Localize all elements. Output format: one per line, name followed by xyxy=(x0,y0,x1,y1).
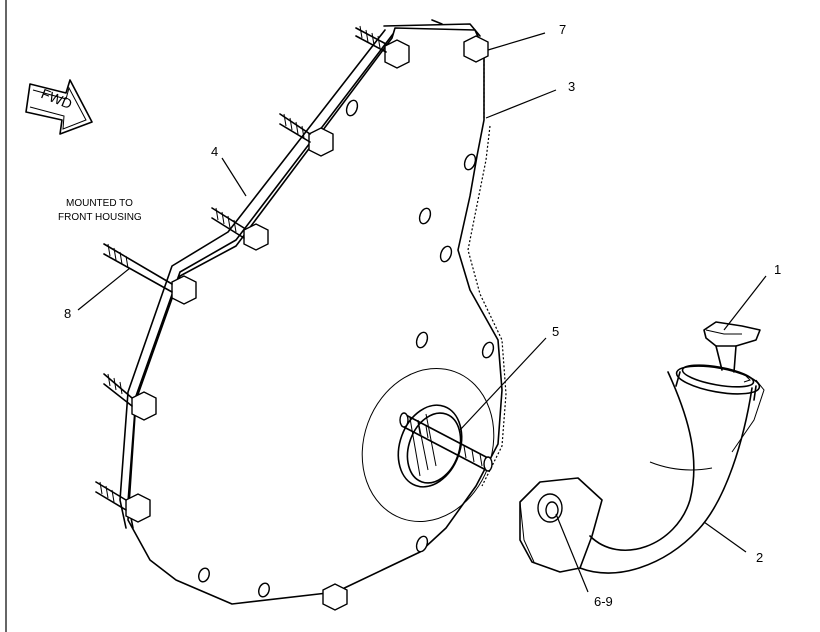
callout-3: 3 xyxy=(568,79,575,94)
callout-1: 1 xyxy=(774,262,781,277)
callout-4: 4 xyxy=(211,144,218,159)
cover-bolts xyxy=(125,35,489,611)
leader-5 xyxy=(459,337,547,431)
filler-cap xyxy=(675,321,765,453)
leader-4 xyxy=(221,157,247,197)
callout-5: 5 xyxy=(552,324,559,339)
note-line-1: MOUNTED TO xyxy=(66,198,133,209)
callout-8: 8 xyxy=(64,306,71,321)
leader-1 xyxy=(723,275,767,331)
front-cover-edge xyxy=(467,56,507,487)
seal-opening xyxy=(361,368,495,522)
note-line-2: FRONT HOUSING xyxy=(58,212,142,223)
leader-3 xyxy=(485,89,557,119)
cover-holes xyxy=(198,99,495,598)
gasket-outline xyxy=(119,29,386,529)
bolt-shanks xyxy=(95,19,443,511)
elbow-tube xyxy=(519,371,753,574)
front-cover-plate xyxy=(127,27,503,605)
fwd-arrow: FWD xyxy=(25,79,93,135)
callout-6-9: 6-9 xyxy=(594,594,613,609)
leader-lines xyxy=(77,32,767,593)
leader-8 xyxy=(77,267,131,311)
leader-7 xyxy=(487,32,546,51)
seal-stud xyxy=(399,412,493,472)
callout-7: 7 xyxy=(559,22,566,37)
callout-2: 2 xyxy=(756,550,763,565)
leader-2 xyxy=(703,521,747,553)
leader-6-9 xyxy=(555,513,589,593)
front-cover-top-lip xyxy=(383,23,481,37)
